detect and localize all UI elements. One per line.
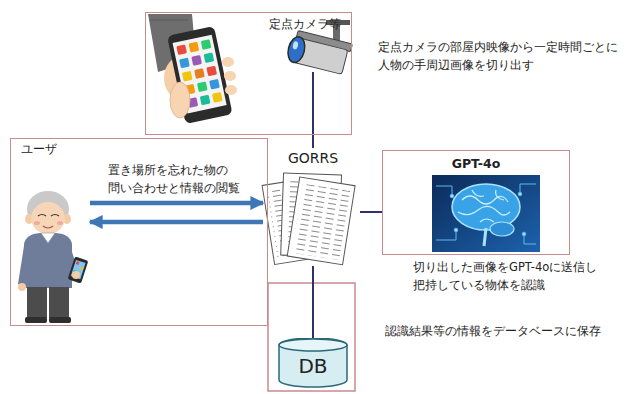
app-icons-part (179, 58, 190, 69)
annotation: 認識結果等の情報をデータベースに保存 (385, 322, 601, 340)
brain-illustration-part-part (522, 232, 526, 236)
document-stack-illustration (262, 173, 355, 265)
camera-illustration-part (312, 72, 314, 135)
app-icons-part (201, 39, 212, 50)
user-illustration-part (72, 271, 80, 279)
brain-illustration-part (458, 190, 510, 222)
flow-arrow (90, 220, 263, 225)
user-illustration-part-part (68, 256, 89, 283)
brain-illustration-part-part (436, 186, 452, 187)
user-illustration-part (43, 226, 53, 228)
user-illustration-part (41, 233, 55, 243)
brain-illustration-part-part (436, 240, 456, 241)
node-title: GPT-4o (383, 156, 569, 172)
camera-illustration (286, 20, 353, 135)
flow-arrow (90, 201, 263, 206)
link-line (312, 266, 314, 338)
hand-phone-illustration-part (224, 71, 236, 81)
camera-box: 定点カメラ等 (145, 12, 352, 135)
document-stack-illustration-part-part (287, 177, 355, 265)
user-illustration-part (24, 233, 72, 288)
user-illustration-part (34, 221, 40, 225)
server-node: GORRS (266, 148, 360, 266)
app-icons-part (206, 66, 217, 77)
user-illustration (18, 191, 88, 323)
user-illustration-part (68, 256, 89, 283)
app-icons-part (212, 92, 223, 103)
brain-illustration-part (490, 222, 514, 236)
node-title: ユーザ (21, 142, 277, 157)
ai-box: GPT-4o (382, 150, 570, 255)
app-icons-part (204, 52, 215, 63)
hand-phone-illustration-part-part (167, 26, 233, 124)
app-icons-part (189, 42, 200, 53)
brain-illustration-part-part (518, 192, 522, 196)
brain-illustration-part (484, 228, 486, 246)
database-cylinder: DB (278, 338, 348, 388)
brain-illustration (432, 175, 540, 252)
edge-label: 置き場所を忘れた物の 問い合わせと情報の閲覧 (108, 161, 258, 198)
app-icons-part (200, 95, 211, 106)
hand-phone-illustration-part (225, 85, 237, 95)
brain-illustration-part (432, 175, 540, 252)
user-illustration-part (38, 215, 59, 217)
hand-phone-illustration-part (167, 26, 233, 124)
brain-illustration-part-part (450, 194, 454, 198)
app-icons-part (197, 81, 208, 92)
user-illustration-part-part (76, 261, 80, 265)
app-icons-part (209, 79, 220, 90)
brain-illustration-part-part (454, 228, 458, 232)
user-illustration-part-part (79, 267, 83, 271)
hand-phone-illustration-part (170, 82, 190, 118)
node-title: 定点カメラ等 (269, 17, 474, 32)
database-frame (268, 283, 355, 391)
user-illustration-part (25, 317, 47, 323)
user-illustration-part (49, 287, 69, 318)
brain-illustration-part-part (520, 184, 536, 185)
hand-phone-illustration-part (222, 57, 234, 67)
app-icons-part (182, 71, 193, 82)
node-title: GORRS (266, 149, 360, 167)
node-title: DB (278, 353, 348, 379)
app-icons-part (194, 68, 205, 79)
link-line (312, 135, 314, 148)
app-icons-part (191, 55, 202, 66)
hand-phone-illustration-part (150, 20, 188, 21)
cylinder-top (279, 339, 347, 351)
user-illustration-part (18, 283, 26, 291)
annotation-holder: 認識結果等の情報をデータベースに保存 (385, 322, 601, 340)
document-stack-illustration-part-part (292, 184, 350, 261)
user-illustration-part (27, 287, 47, 318)
cylinder-body (279, 338, 347, 387)
document-stack-illustration-part (287, 177, 355, 265)
hand-phone-illustration (148, 14, 237, 124)
app-icons-part (176, 44, 187, 55)
user-illustration-part (49, 317, 71, 323)
user-illustration-part (31, 202, 65, 234)
camera-illustration-part-part (292, 41, 299, 50)
link-line (360, 211, 382, 213)
user-illustration-part (18, 246, 30, 286)
brain-illustration-part-part (524, 244, 536, 245)
camera-illustration-part (286, 29, 353, 75)
annotation-holder: 切り出した画像をGPT-4oに送信し 把持している物体を認識 (413, 258, 628, 295)
annotation: 切り出した画像をGPT-4oに送信し 把持している物体を認識 (413, 258, 628, 295)
edge-label-holder: 置き場所を忘れた物の 問い合わせと情報の閲覧 (108, 161, 258, 198)
user-illustration-part-part (71, 260, 86, 279)
annotation-holder: 定点カメラの部屋内映像から一定時間ごとに 人物の手周辺画像を切り出す (378, 38, 626, 75)
annotation: 定点カメラの部屋内映像から一定時間ごとに 人物の手周辺画像を切り出す (378, 38, 626, 75)
camera-illustration-part-part (286, 35, 308, 64)
user-illustration-part (57, 221, 63, 225)
